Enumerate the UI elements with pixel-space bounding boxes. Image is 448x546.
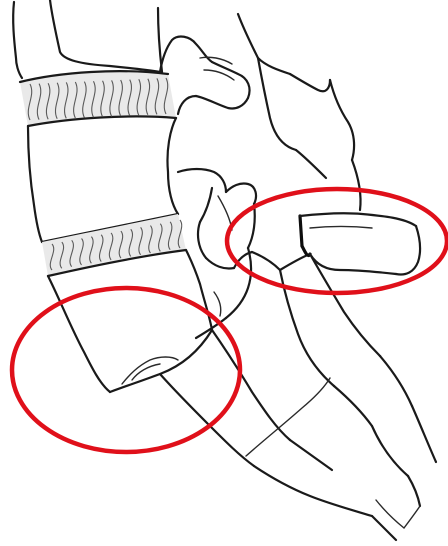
- upper-vertebra: [13, 0, 162, 78]
- highlight-circle-vertebral-slip: [12, 288, 240, 452]
- upper-posterior-elements: [160, 14, 354, 160]
- middle-posterior-elements: [178, 169, 256, 269]
- lower-disc: [42, 214, 186, 276]
- pars-region: [196, 248, 310, 338]
- spinous-process: [300, 213, 420, 274]
- lower-posterior-elements: [280, 150, 436, 476]
- upper-disc: [20, 71, 176, 126]
- highlight-circle-facet-region: [227, 189, 447, 293]
